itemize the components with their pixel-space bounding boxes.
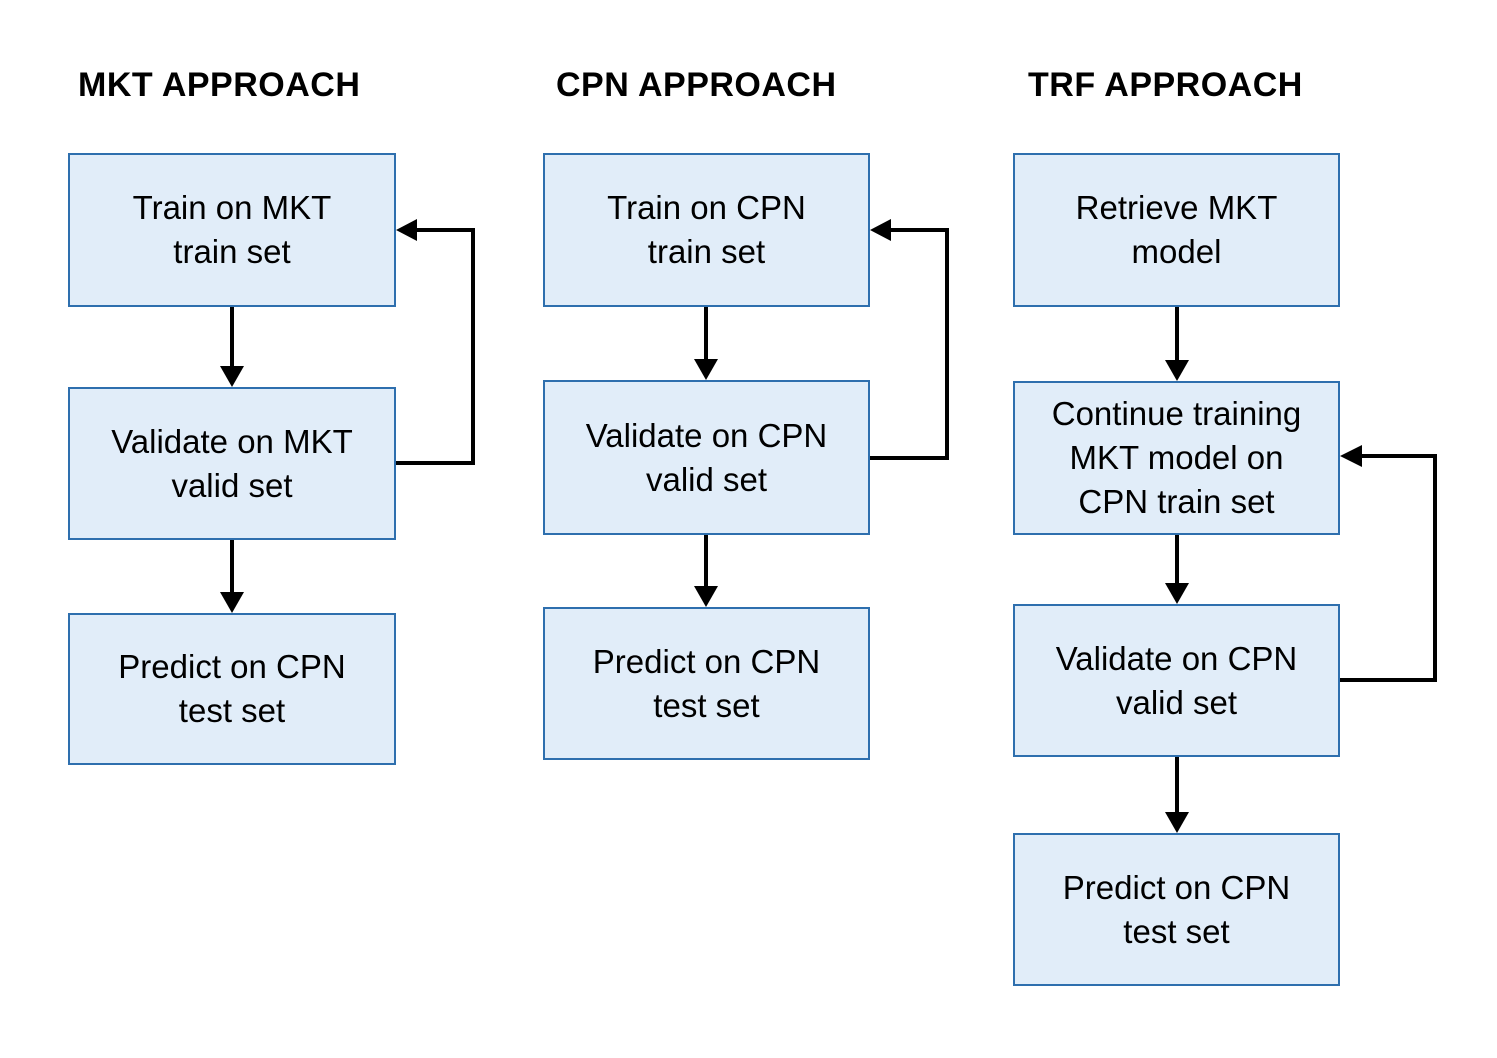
arrow-cpn-feedback-loop [870,219,949,460]
arrow-trf-validate-to-predict [1165,757,1189,833]
arrow-mkt-train-to-validate [220,307,244,387]
box-cpn-train: Train on CPN train set [543,153,870,307]
arrow-cpn-train-to-validate [694,307,718,380]
arrow-cpn-validate-to-predict [694,535,718,607]
column-header-trf: TRF APPROACH [1028,66,1303,104]
arrow-mkt-validate-to-predict [220,540,244,613]
box-trf-validate: Validate on CPN valid set [1013,604,1340,757]
arrow-trf-feedback-loop [1340,445,1437,682]
box-trf-predict: Predict on CPN test set [1013,833,1340,986]
arrow-trf-retrieve-to-continue [1165,307,1189,381]
box-trf-retrieve: Retrieve MKT model [1013,153,1340,307]
box-cpn-predict: Predict on CPN test set [543,607,870,760]
box-trf-continue-training: Continue training MKT model on CPN train… [1013,381,1340,535]
box-mkt-validate: Validate on MKT valid set [68,387,396,540]
arrow-mkt-feedback-loop [396,219,475,465]
column-header-cpn: CPN APPROACH [556,66,837,104]
box-mkt-predict: Predict on CPN test set [68,613,396,765]
box-mkt-train: Train on MKT train set [68,153,396,307]
column-header-mkt: MKT APPROACH [78,66,361,104]
arrow-trf-continue-to-validate [1165,535,1189,604]
box-cpn-validate: Validate on CPN valid set [543,380,870,535]
